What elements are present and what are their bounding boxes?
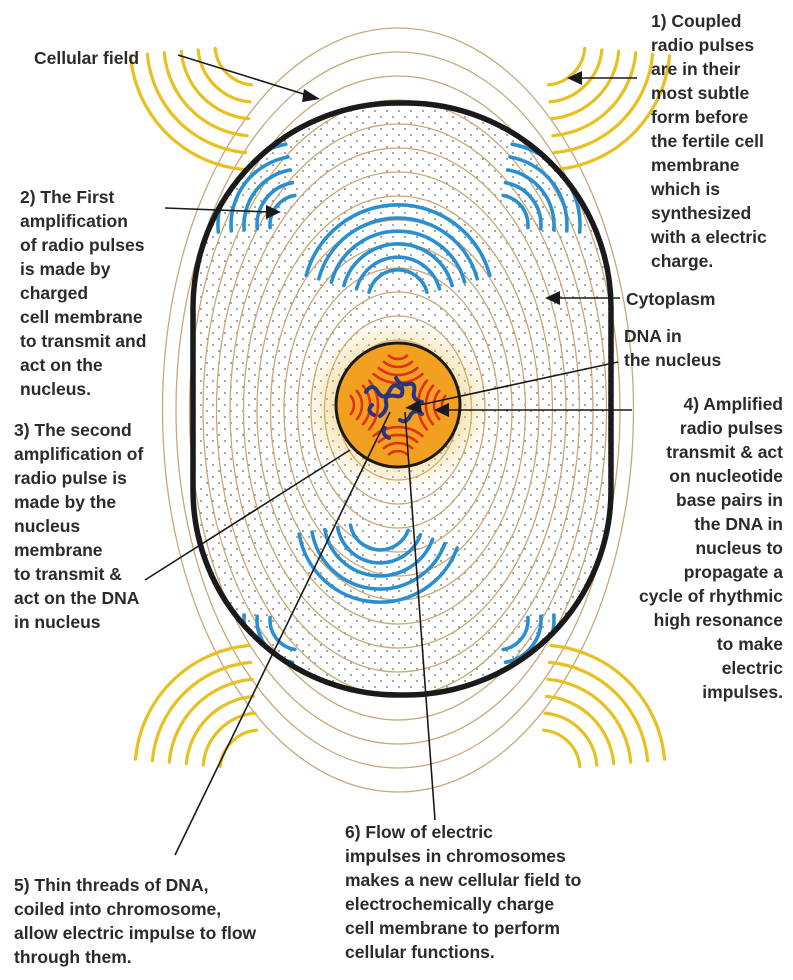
external-wave-arc: [164, 53, 247, 136]
label-cellular-field: Cellular field: [34, 46, 139, 70]
external-wave-arc: [554, 54, 652, 152]
label-second-amplification: 3) The second amplification of radio pul…: [14, 418, 143, 634]
external-wave-arc: [220, 730, 256, 766]
external-wave-arc: [215, 49, 251, 85]
external-wave-arc: [553, 53, 636, 136]
external-wave-arc: [548, 679, 631, 762]
label-first-amplification: 2) The First amplification of radio puls…: [20, 185, 146, 401]
label-dna-nucleus: DNA in the nucleus: [624, 324, 721, 372]
external-wave-arc: [198, 50, 250, 102]
external-wave-arc: [545, 713, 597, 765]
label-cytoplasm: Cytoplasm: [626, 287, 715, 311]
label-amplified-pulses: 4) Amplified radio pulses transmit & act…: [639, 392, 783, 704]
label-coupled-pulses: 1) Coupled radio pulses are in their mos…: [651, 9, 767, 273]
external-wave-arc: [544, 730, 580, 766]
external-wave-arc: [203, 713, 255, 765]
external-wave-arc: [549, 662, 647, 760]
label-flow-impulses: 6) Flow of electric impulses in chromoso…: [345, 820, 581, 964]
external-wave-arc: [152, 662, 250, 760]
external-wave-arc: [147, 54, 245, 152]
label-thin-threads: 5) Thin threads of DNA, coiled into chro…: [14, 873, 256, 969]
arrowhead-cellular-field: [302, 89, 320, 102]
